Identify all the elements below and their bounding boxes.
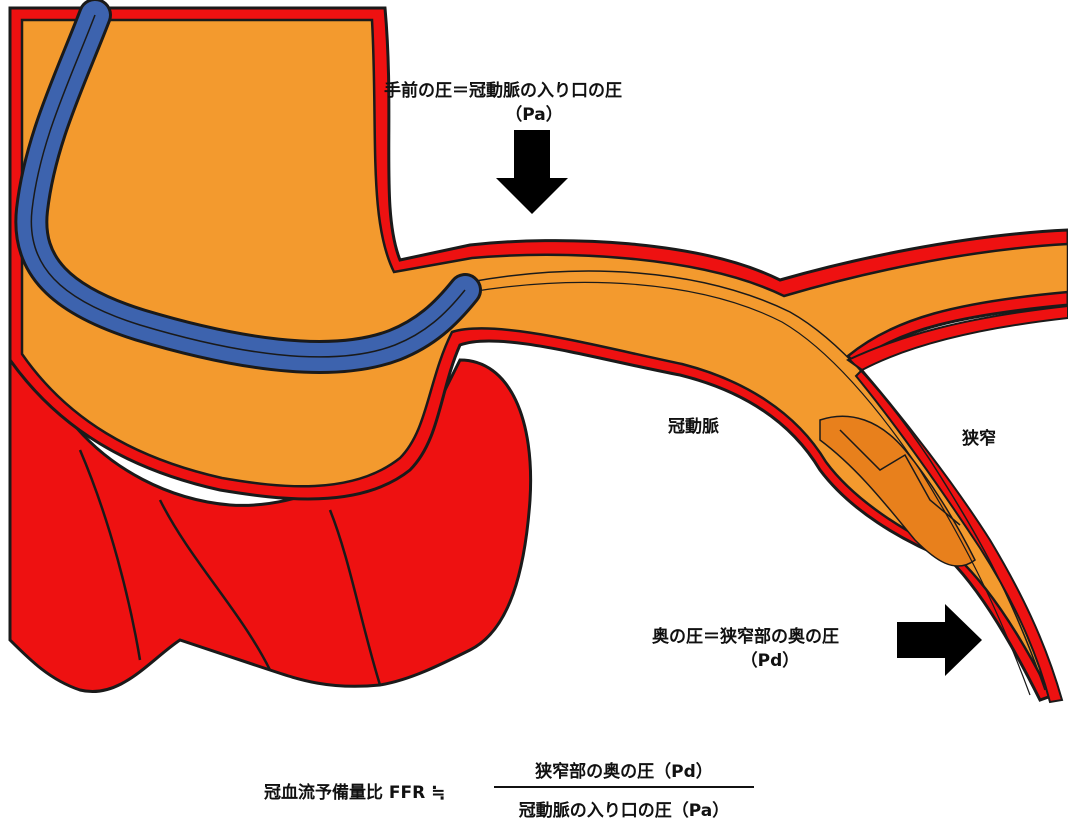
stenosis-label: 狭窄 (962, 424, 996, 449)
formula-denominator: 冠動脈の入り口の圧（Pa） (494, 796, 754, 821)
arrow-right-icon (897, 604, 982, 676)
formula-numerator: 狭窄部の奥の圧（Pd） (494, 757, 754, 782)
arrow-down-icon (496, 130, 568, 214)
proximal-pressure-symbol: （Pa） (484, 100, 584, 125)
distal-pressure-label: 奥の圧＝狭窄部の奥の圧 (652, 622, 839, 647)
coronary-artery-label: 冠動脈 (668, 412, 719, 437)
formula-lhs: 冠血流予備量比 FFR ≒ (264, 778, 445, 803)
distal-pressure-symbol: （Pd） (720, 646, 820, 671)
proximal-pressure-label: 手前の圧＝冠動脈の入り口の圧 (384, 76, 622, 101)
fraction-bar (494, 786, 754, 788)
